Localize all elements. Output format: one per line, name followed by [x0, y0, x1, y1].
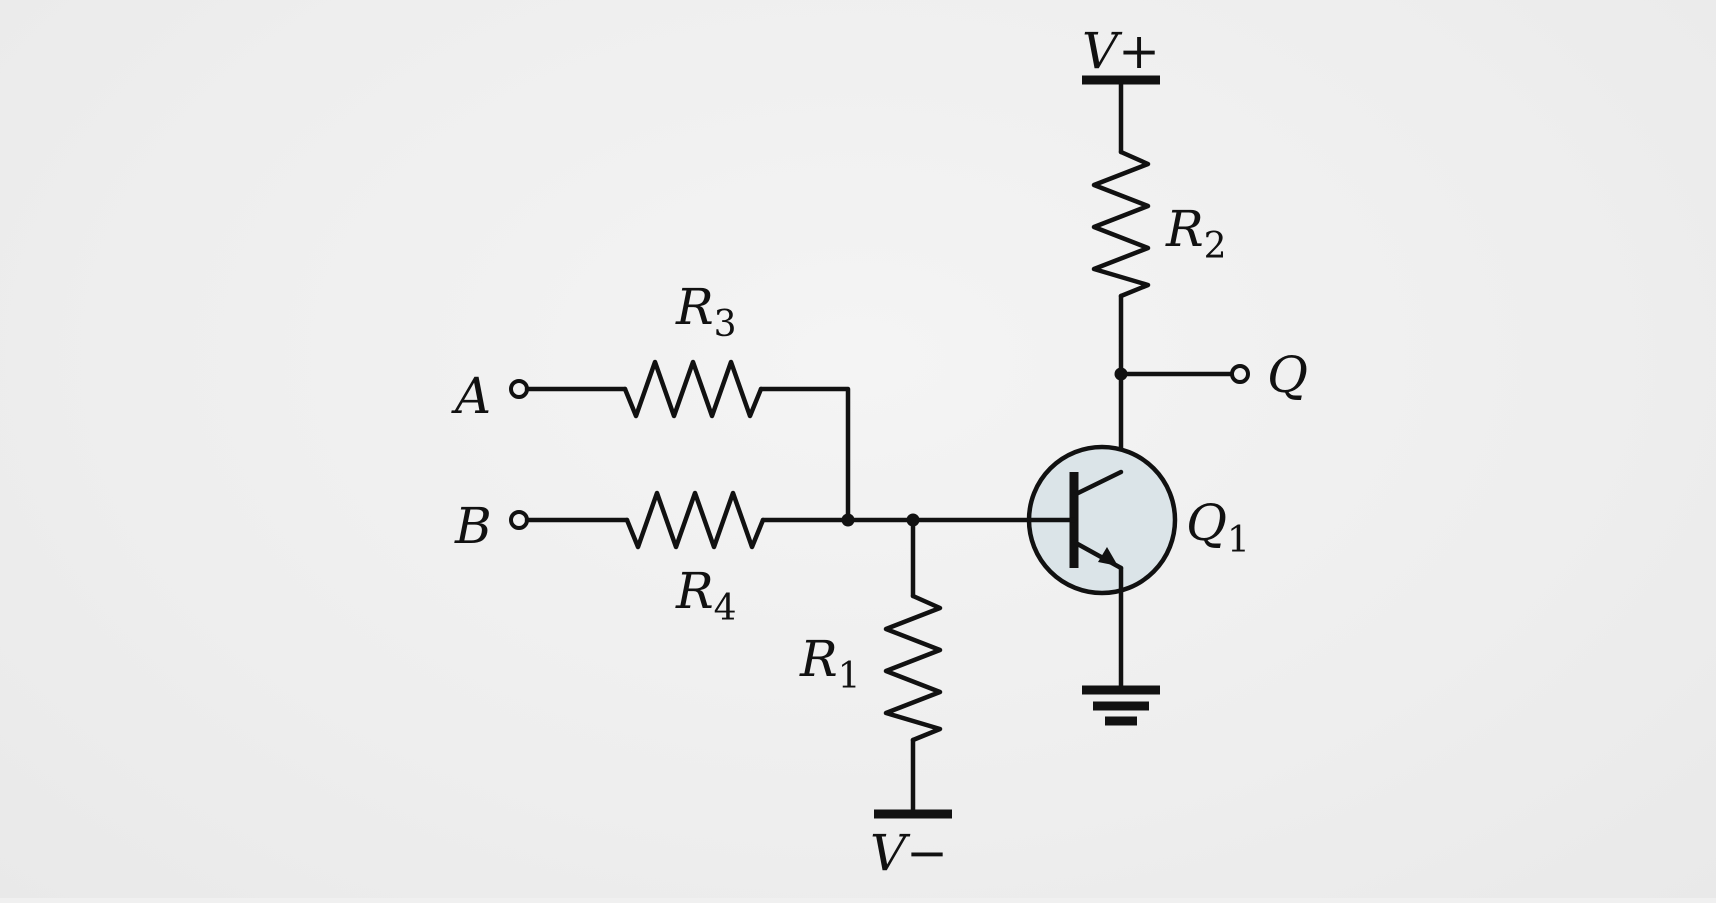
output-q: Q	[1114, 346, 1308, 404]
r3-letter: R	[675, 278, 714, 336]
vminus-label: V−	[870, 824, 948, 882]
r1-letter: R	[799, 630, 838, 688]
q1-label: Q1	[1186, 494, 1250, 561]
ground-icon	[1082, 685, 1160, 726]
output-terminal	[1230, 364, 1250, 384]
transistor-collector	[1071, 469, 1124, 498]
input-b: B	[454, 497, 630, 555]
r4-letter: R	[675, 562, 714, 620]
vplus-label: V+	[1082, 22, 1160, 80]
input-a: A	[451, 367, 628, 425]
input-b-label: B	[454, 497, 492, 555]
r2-index: 2	[1204, 226, 1227, 267]
r1-label: R1	[799, 630, 861, 697]
r1-index: 1	[838, 656, 861, 697]
vplus-supply: V+	[1082, 22, 1160, 155]
junction-dot-r3r4	[841, 513, 855, 527]
input-a-label: A	[451, 367, 491, 425]
r4-label: R4	[675, 562, 737, 629]
q1-index: 1	[1227, 520, 1250, 561]
r2-letter: R	[1165, 200, 1204, 258]
r4-index: 4	[714, 588, 737, 629]
vminus-supply: V−	[870, 809, 952, 882]
resistor-r1: R1	[799, 517, 943, 817]
resistor-r2: R2	[1091, 149, 1227, 377]
resistor-r4: R4	[624, 490, 1031, 629]
emitter-arrow-icon	[1098, 547, 1118, 566]
resistor-r3: R3	[622, 278, 851, 523]
r3-label: R3	[675, 278, 737, 345]
input-b-terminal	[509, 510, 529, 530]
output-q-label: Q	[1267, 346, 1308, 404]
r3-index: 3	[714, 304, 737, 345]
r2-label: R2	[1165, 200, 1227, 267]
input-a-terminal	[509, 379, 529, 399]
q1-letter: Q	[1186, 494, 1227, 552]
